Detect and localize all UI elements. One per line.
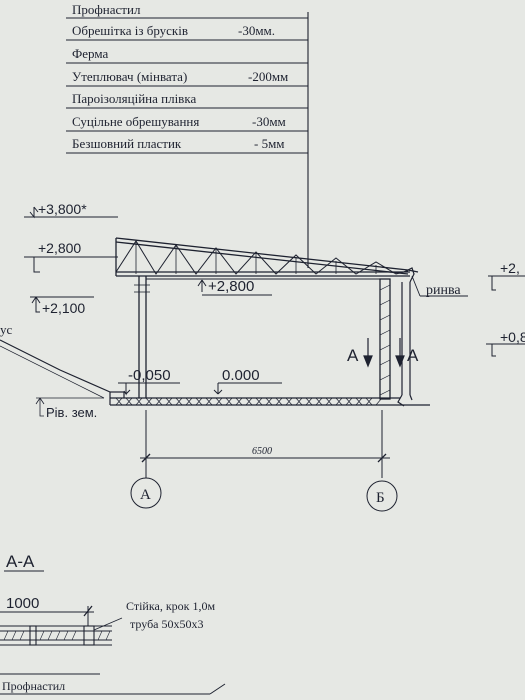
ground-level-label: Рів. зем. [46,405,97,420]
section-dimension-line [0,605,94,626]
floor-slab [0,339,430,417]
building-frame [134,276,391,400]
legend-row-3-value: -200мм [248,69,288,84]
wall-section-panel [0,617,123,646]
elevation-top-label: +3,800* [38,201,87,217]
floor-elevation-marks [118,382,282,396]
section-mark-left: А [347,346,359,365]
legend-row-2-name: Ферма [72,46,108,61]
legend-row-1-value: -30мм. [238,23,275,38]
axis-a-label: А [140,487,151,503]
bottom-layer-label: Профнастил [2,679,65,693]
right-top-elevation: +2, [500,260,520,276]
post-note-line-1: Стійка, крок 1,0м [126,599,215,613]
floor-zero-label: 0.000 [222,367,260,384]
axis-b-bubble [366,480,398,512]
legend-row-3-name: Утеплювач (мінвата) [72,69,187,84]
left-cut-label: ус [0,322,13,337]
gutter-downpipe [397,267,468,407]
legend-row-0-name: Профнастил [72,2,141,17]
roof-truss [115,237,419,277]
section-cut-markers [363,338,405,368]
legend-row-6-name: Безшовний пластик [72,136,182,151]
outer-floor-label: -0,050 [128,367,171,384]
elevation-eave-label: +2,800 [38,240,81,256]
legend-row-5-name: Суцільне обрешування [72,114,199,129]
gutter-label: ринва [426,283,461,298]
legend-row-6-value: - 5мм [254,136,285,151]
right-elevation-marks [486,275,525,357]
axis-b-label: Б [376,490,385,506]
right-bottom-elevation: +0,8 [500,329,525,345]
span-dimension: 6500 [252,446,272,457]
axis-a-bubble [130,477,162,509]
section-mark-right: А [407,346,419,365]
section-title: А-А [6,552,35,571]
axis-grid [130,410,398,512]
legend-row-1-name: Обрешітка із брусків [72,23,188,38]
section-dimension-label: 1000 [6,595,39,612]
bottom-leader [0,673,226,695]
elevation-marks-left [24,206,118,313]
inner-ceiling-label: +2,800 [208,278,254,295]
legend-row-4-name: Пароізоляційна плівка [72,91,196,106]
inner-ceiling-elevation [197,279,272,296]
post-note-line-2: труба 50х50х3 [130,617,204,631]
elevation-window-label: +2,100 [42,300,85,316]
legend-row-5-value: -30мм [252,114,286,129]
layer-legend-table [66,12,309,268]
